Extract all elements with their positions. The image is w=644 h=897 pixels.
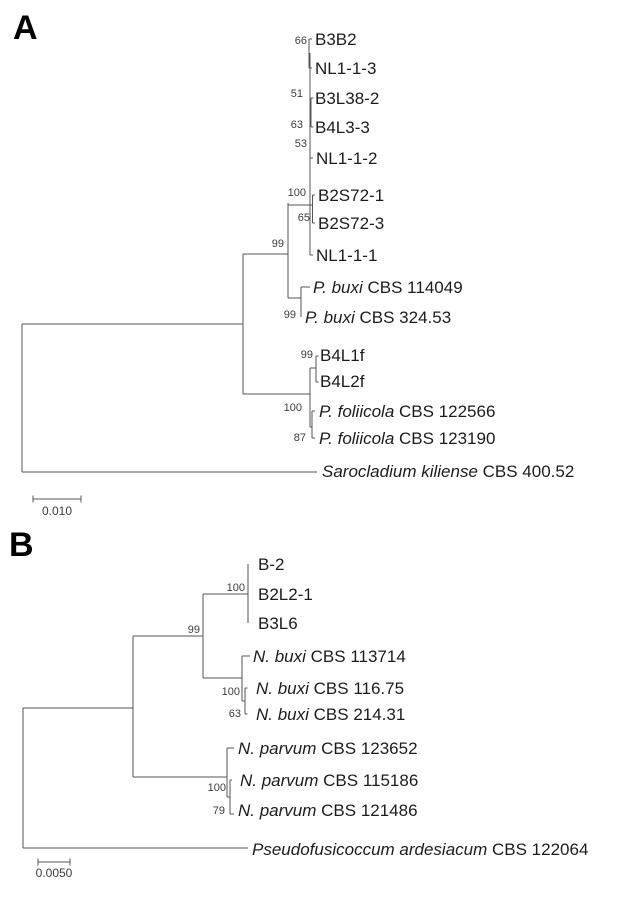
- bootstrap-support-value: 99: [272, 238, 284, 250]
- taxon-label: N. parvum CBS 123652: [238, 739, 418, 758]
- taxon-label: B2S72-1: [318, 186, 384, 205]
- taxon-label: N. parvum CBS 115186: [240, 771, 418, 790]
- taxon-label: B4L3-3: [315, 118, 370, 137]
- bootstrap-support-value: 99: [284, 309, 296, 321]
- taxon-label: NL1-1-3: [315, 59, 376, 78]
- scale-bar-label: 0.0050: [36, 866, 73, 880]
- taxon-label: B3L6: [258, 614, 298, 633]
- taxon-label: N. buxi CBS 113714: [253, 647, 406, 666]
- taxon-label: B4L2f: [320, 372, 365, 391]
- taxon-label: P. buxi CBS 114049: [313, 278, 463, 297]
- bootstrap-support-value: 63: [291, 119, 303, 131]
- taxon-label: B3L38-2: [315, 89, 379, 108]
- panel-a-label: A: [13, 9, 38, 47]
- bootstrap-support-value: 53: [295, 138, 307, 150]
- bootstrap-support-value: 79: [213, 805, 225, 817]
- taxon-label: Sarocladium kiliense CBS 400.52: [322, 462, 574, 481]
- taxon-label: N. buxi CBS 116.75: [256, 679, 404, 698]
- panel-b-label: B: [9, 526, 34, 564]
- taxon-label: B2S72-3: [318, 214, 384, 233]
- bootstrap-support-value: 100: [222, 686, 240, 698]
- scale-bar-label: 0.010: [42, 504, 72, 518]
- taxon-label: NL1-1-1: [316, 246, 377, 265]
- bootstrap-support-value: 99: [301, 349, 313, 361]
- bootstrap-support-value: 65: [298, 212, 310, 224]
- bootstrap-support-value: 87: [294, 432, 306, 444]
- taxon-label: B2L2-1: [258, 585, 313, 604]
- bootstrap-support-value: 63: [229, 708, 241, 720]
- taxon-label: N. buxi CBS 214.31: [256, 705, 405, 724]
- bootstrap-support-value: 100: [288, 187, 306, 199]
- taxon-label: B4L1f: [320, 346, 365, 365]
- taxon-label: B3B2: [315, 30, 357, 49]
- taxon-label: P. buxi CBS 324.53: [305, 308, 451, 327]
- taxon-label: Pseudofusicoccum ardesiacum CBS 122064: [252, 840, 588, 859]
- taxon-label: NL1-1-2: [316, 149, 377, 168]
- bootstrap-support-value: 100: [284, 402, 302, 414]
- tree-panel-a: 66 51 63 53 100 65 99 99 99 100 87 B3B2NL1-1-3B3L38…: [21, 30, 574, 518]
- bootstrap-support-value: 51: [291, 88, 303, 100]
- taxon-label: B-2: [258, 555, 284, 574]
- bootstrap-support-value: 66: [295, 35, 307, 47]
- bootstrap-support-value: 100: [227, 582, 245, 594]
- taxon-label: P. foliicola CBS 122566: [319, 402, 495, 421]
- taxon-label: P. foliicola CBS 123190: [319, 429, 495, 448]
- taxon-label: N. parvum CBS 121486: [238, 801, 418, 820]
- bootstrap-support-value: 99: [188, 624, 200, 636]
- bootstrap-support-value: 100: [208, 782, 226, 794]
